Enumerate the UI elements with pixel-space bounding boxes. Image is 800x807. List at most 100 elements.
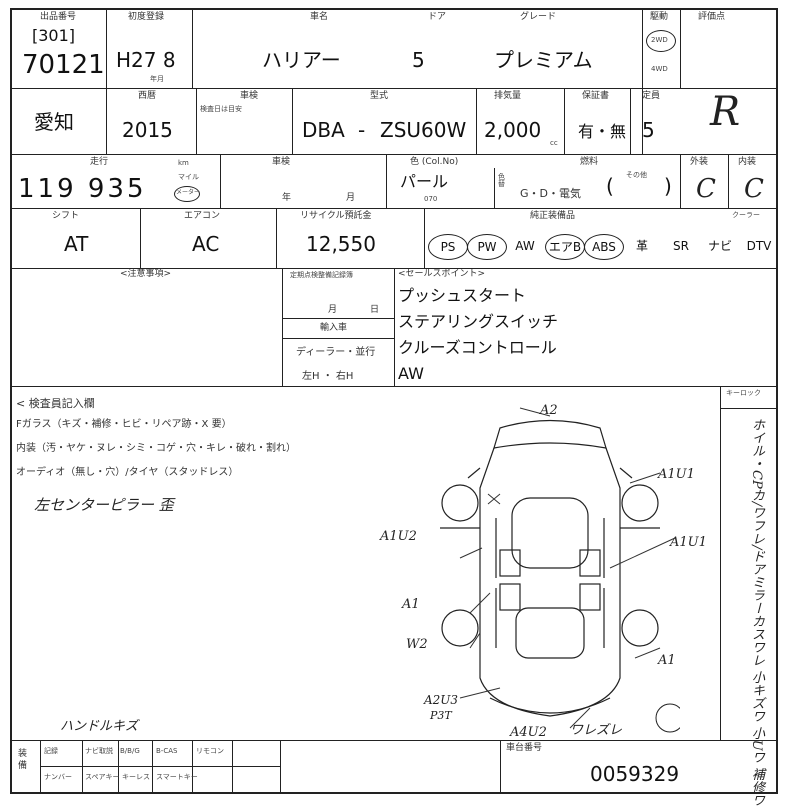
- color-value: パール: [400, 172, 449, 191]
- maint-month: 月: [328, 305, 338, 315]
- selling-label: <セールスポイント>: [398, 269, 486, 279]
- mark-a2: A2: [540, 403, 558, 418]
- footer-item: B-CAS: [156, 747, 178, 755]
- mileage-value: 119 935: [18, 174, 147, 204]
- mark-a2u3: A2U3: [424, 693, 459, 707]
- mileage-unit: km: [178, 159, 189, 167]
- equip-item: AW: [515, 239, 535, 253]
- equip-item: エアB: [545, 234, 585, 260]
- footer-item: リモコン: [196, 747, 224, 755]
- exterior-label: 外装: [690, 157, 709, 167]
- mileage-note: メーター: [176, 189, 201, 196]
- audio-line: オーディオ（無し・穴）/タイヤ（スタッドレス）: [16, 467, 239, 478]
- first-reg-value: H27 8: [116, 48, 176, 72]
- selling-point-3: クルーズコントロール: [398, 338, 557, 357]
- valid-label: 車検: [272, 157, 291, 167]
- inspection-sub: 検査日は目安: [200, 105, 242, 113]
- shift-label: シフト: [52, 211, 80, 221]
- lot-code: [301]: [32, 26, 76, 45]
- capacity-value: 5: [642, 118, 655, 142]
- inspection-title: < 検査員記入欄: [16, 397, 95, 410]
- warranty-label: 保証書: [582, 91, 610, 101]
- cc-value: 2,000: [484, 118, 542, 142]
- mark-a1u1-top: A1U1: [658, 467, 695, 482]
- chassis-value: 0059329: [590, 762, 680, 786]
- warranty-value: 有・無: [578, 122, 627, 141]
- footer-item: スマートキー: [156, 773, 198, 781]
- drive-2wd: 2WD: [651, 36, 668, 44]
- score-label: 評価点: [698, 12, 726, 22]
- recycle-label: リサイクル預託金: [300, 211, 372, 221]
- handwritten-note: 左センターピラー 歪: [34, 496, 174, 514]
- mark-a1u1-mid: A1U1: [670, 535, 707, 550]
- side-note: ホイル・CPカ/ワフレ/ドアミラーカスワレ 小キズワ 小Uワ 補修ワ: [749, 418, 764, 807]
- type-dash: -: [358, 118, 366, 142]
- type-value: ZSU60W: [380, 118, 467, 142]
- region: 愛知: [34, 110, 74, 134]
- mileage-unit2: マイル: [178, 173, 199, 181]
- selling-point-4: AW: [398, 364, 424, 383]
- grade-value: プレミアム: [494, 48, 593, 72]
- doors-value: 5: [412, 48, 425, 72]
- drive-circle: [646, 30, 676, 52]
- mark-p3t: P3T: [430, 709, 452, 722]
- ac-value: AC: [192, 232, 220, 256]
- fuel-value: G・D・電気: [520, 187, 581, 200]
- mark-a1-left: A1: [402, 597, 420, 612]
- cooler-label: クーラー: [732, 211, 760, 219]
- shift-value: AT: [64, 232, 89, 256]
- mileage-label: 走行: [90, 157, 109, 167]
- grade-label: グレード: [520, 12, 557, 22]
- model-label: 車名: [310, 12, 329, 22]
- interior-label: 内装: [738, 157, 757, 167]
- color-label: 色 (Col.No): [410, 157, 459, 167]
- color-code: 070: [424, 195, 438, 203]
- maint-day: 日: [370, 305, 380, 315]
- border-bottom: [10, 792, 778, 794]
- footer-item: キーレス: [122, 773, 150, 781]
- color-change-label: 色替: [498, 173, 505, 188]
- lot-number: 70121: [22, 50, 105, 80]
- import-dealer: ディーラー・並行: [296, 347, 376, 358]
- border-left: [10, 8, 12, 794]
- valid-month: 月: [346, 193, 356, 203]
- border-right: [776, 8, 778, 794]
- equip-item: 革: [635, 239, 648, 253]
- footer-item: B/B/G: [120, 747, 140, 755]
- footer-item: ナンバー: [44, 773, 72, 781]
- exterior-value: C: [696, 174, 716, 204]
- lot-label: 出品番号: [40, 12, 77, 22]
- first-reg-unit: 年月: [150, 75, 164, 83]
- mark-w2: W2: [406, 637, 428, 652]
- maint-label: 定期点検整備記録簿: [290, 271, 353, 279]
- selling-point-2: ステアリングスイッチ: [398, 312, 559, 331]
- border-top: [10, 8, 778, 10]
- equipment-label: 装備: [18, 749, 28, 771]
- mark-wave-note: ワレズレ: [570, 723, 623, 738]
- mileage-note-circle: [174, 186, 200, 202]
- valid-year: 年: [282, 193, 292, 203]
- model-year-value: 2015: [122, 118, 173, 142]
- import-steer: 左H ・ 右H: [302, 371, 354, 382]
- fuel-label: 燃料: [580, 157, 599, 167]
- fuel-paren-open: (: [606, 174, 614, 198]
- mark-a1u2: A1U2: [380, 529, 417, 544]
- drive-4wd: 4WD: [651, 65, 668, 73]
- footer-item: ナビ取説: [85, 747, 113, 755]
- recycle-value: 12,550: [306, 232, 376, 256]
- car-diagram: [440, 407, 680, 733]
- mark-a1-right: A1: [658, 653, 676, 668]
- fuel-paren-close: ): [664, 174, 672, 198]
- cc-label: 排気量: [494, 91, 522, 101]
- score-value: R: [710, 89, 741, 135]
- equip-item: DTV: [746, 239, 772, 253]
- equip-item: ABS: [584, 234, 624, 260]
- equip-label: 純正装備品: [530, 211, 576, 221]
- keylock-label: キーロック: [726, 389, 761, 397]
- handle-note: ハンドルキズ: [60, 719, 139, 734]
- type-prefix: DBA: [302, 118, 345, 142]
- chassis-label: 車台番号: [506, 743, 543, 753]
- equip-item: PS: [428, 234, 468, 260]
- model-value: ハリアー: [262, 48, 341, 72]
- footer-item: 記録: [44, 747, 58, 755]
